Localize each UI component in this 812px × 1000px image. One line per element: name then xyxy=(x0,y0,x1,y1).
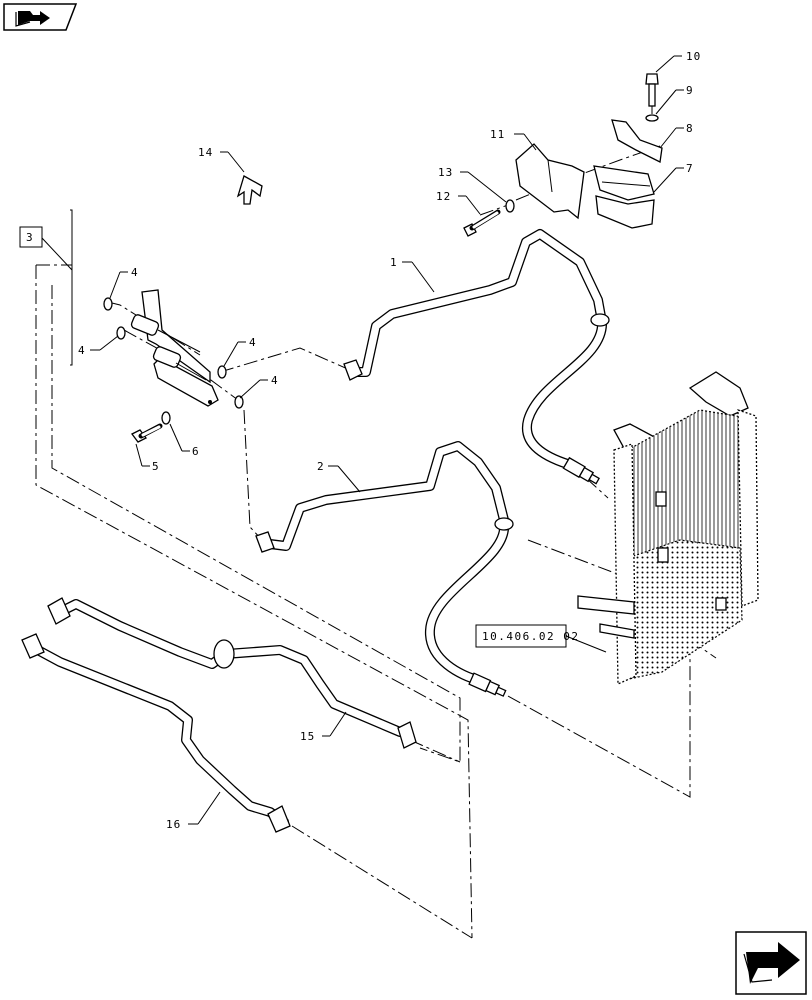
washer-6 xyxy=(161,411,171,425)
bolt-10 xyxy=(645,73,659,107)
assembly-lines xyxy=(35,100,717,939)
washer-9 xyxy=(645,114,659,122)
pipe-1 xyxy=(343,229,610,485)
callout-4-left: 4 xyxy=(78,335,119,357)
svg-text:15: 15 xyxy=(300,730,315,743)
callout-4-right: 4 xyxy=(239,374,279,399)
pipe-15 xyxy=(47,597,417,749)
svg-text:4: 4 xyxy=(271,374,279,387)
o-ring xyxy=(234,395,244,409)
group-bracket: 3 xyxy=(19,209,73,366)
o-ring xyxy=(103,297,113,311)
svg-text:12: 12 xyxy=(436,190,451,203)
o-ring xyxy=(217,365,227,379)
callout-5: 5 xyxy=(135,443,160,473)
o-ring-group xyxy=(103,297,244,409)
callout-9: 9 xyxy=(655,84,694,115)
bracket-8 xyxy=(611,119,663,163)
callout-6: 6 xyxy=(169,423,200,458)
svg-text:5: 5 xyxy=(152,460,160,473)
radiator xyxy=(577,371,759,685)
callout-7: 7 xyxy=(653,162,694,193)
svg-text:14: 14 xyxy=(198,146,213,159)
svg-text:11: 11 xyxy=(490,128,505,141)
connector-assembly xyxy=(130,289,219,407)
clip-14 xyxy=(236,175,263,205)
callout-10: 10 xyxy=(655,50,701,73)
pipe-2 xyxy=(255,441,514,697)
bolt-12 xyxy=(463,209,501,237)
callout-15: 15 xyxy=(300,711,347,743)
callout-1: 1 xyxy=(390,256,435,293)
svg-text:4: 4 xyxy=(249,336,257,349)
svg-text:7: 7 xyxy=(686,162,694,175)
svg-text:8: 8 xyxy=(686,122,694,135)
svg-text:10: 10 xyxy=(686,50,701,63)
svg-text:9: 9 xyxy=(686,84,694,97)
bracket-11 xyxy=(515,143,585,220)
callout-4-top: 4 xyxy=(109,266,139,299)
callout-4-mid: 4 xyxy=(223,336,257,367)
callout-14: 14 xyxy=(198,146,245,173)
callout-12: 12 xyxy=(436,190,481,215)
bolt-5 xyxy=(131,423,163,443)
washer-13 xyxy=(505,199,515,213)
reference-label: 10.406.02 02 xyxy=(482,630,579,643)
svg-text:6: 6 xyxy=(192,445,200,458)
svg-text:4: 4 xyxy=(131,266,139,279)
svg-text:13: 13 xyxy=(438,166,453,179)
o-ring xyxy=(116,326,126,340)
cushion-block-7 xyxy=(593,165,655,229)
pipe-16 xyxy=(21,633,291,833)
svg-text:4: 4 xyxy=(78,344,86,357)
reference-box[interactable]: 10.406.02 02 xyxy=(475,624,607,653)
svg-text:16: 16 xyxy=(166,818,181,831)
callout-8: 8 xyxy=(659,122,694,149)
group-label: 3 xyxy=(26,231,34,244)
callout-11: 11 xyxy=(490,128,537,151)
svg-text:2: 2 xyxy=(317,460,325,473)
book-arrow-icon[interactable] xyxy=(3,3,78,31)
next-arrow-icon[interactable] xyxy=(735,931,807,995)
callout-16: 16 xyxy=(166,791,221,831)
svg-text:1: 1 xyxy=(390,256,398,269)
callout-13: 13 xyxy=(438,166,507,203)
callout-2: 2 xyxy=(317,460,361,493)
